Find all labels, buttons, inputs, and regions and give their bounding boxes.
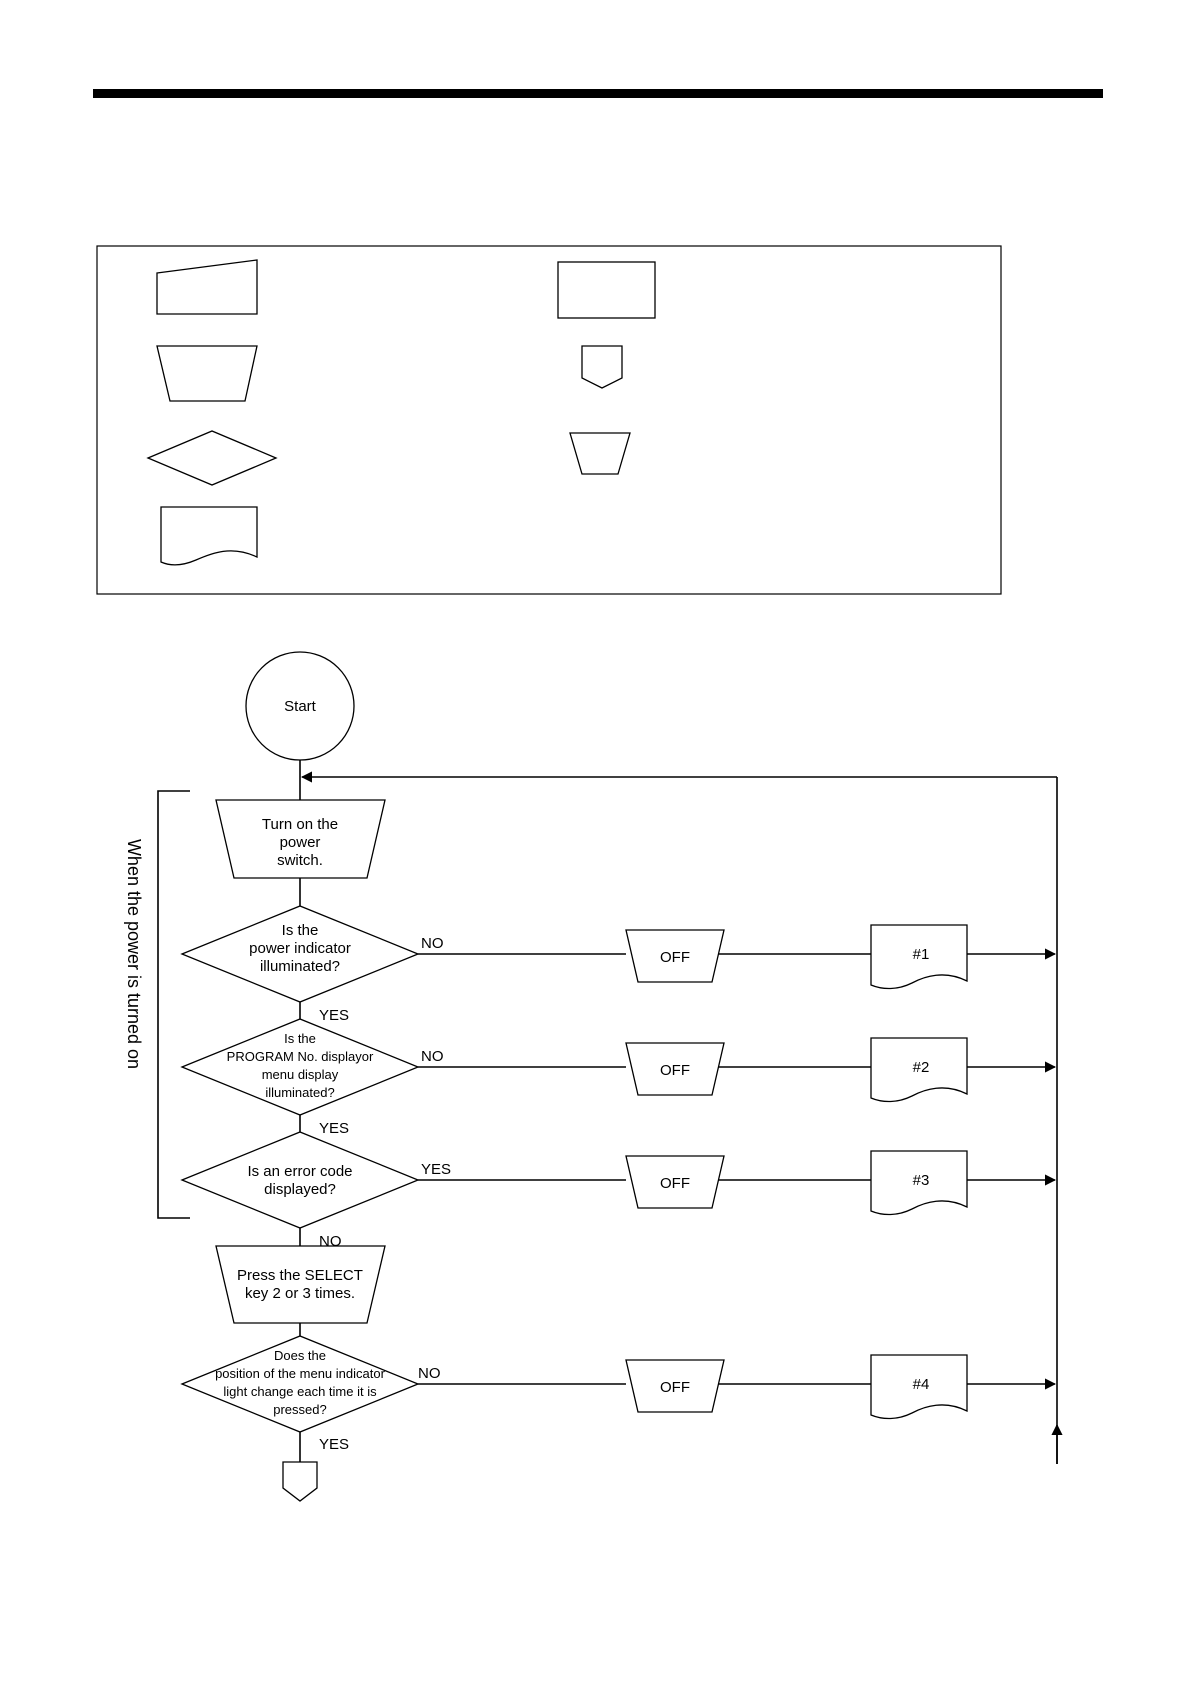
q4-line-1: Does the [274,1348,326,1363]
q4-line-3: light change each time it is [223,1384,377,1399]
branch-4-continue: YES [319,1436,349,1453]
start-label: Start [284,698,317,715]
q3-line-1: Is an error code [247,1163,352,1180]
branch-3-ref: #3 [913,1172,930,1189]
flow-lines [157,755,1063,1464]
turn-on-line-3: switch. [277,852,323,869]
branch-row-4: NO YES OFF #4 [319,1354,968,1453]
branch-1-off: OFF [660,949,690,966]
header-rule [93,89,1103,98]
legend-small-manual-operation-shape [569,432,631,475]
branch-row-2: NO YES OFF #2 [319,1037,968,1137]
branch-1-answer: NO [421,935,444,952]
decision-error-code: Is an error code displayed? [180,1131,420,1229]
q2-line-4: illuminated? [265,1085,334,1100]
q2-line-1: Is the [284,1031,316,1046]
decision-power-indicator: Is the power indicator illuminated? [180,905,420,1003]
turn-on-power-step: Turn on the power switch. [215,799,386,879]
decision-program-display: Is the PROGRAM No. displayor menu displa… [180,1018,420,1116]
branch-row-3: YES NO OFF #3 [319,1150,968,1250]
q1-line-2: power indicator [249,940,351,957]
branch-2-ref: #2 [913,1059,930,1076]
branch-1-ref: #1 [913,946,930,963]
q2-line-3: menu display [262,1067,339,1082]
legend-document-shape [160,506,258,566]
branch-3-continue: NO [319,1233,342,1250]
select-line-2: key 2 or 3 times. [245,1285,355,1302]
branch-2-answer: NO [421,1048,444,1065]
branch-4-answer: NO [418,1365,441,1382]
q1-line-1: Is the [282,922,319,939]
legend-box [96,245,1002,595]
branch-2-continue: YES [319,1120,349,1137]
continue-connector [282,1461,318,1502]
q4-line-2: position of the menu indicator [215,1366,385,1381]
legend-manual-input-shape [156,259,258,315]
q4-line-4: pressed? [273,1402,326,1417]
legend-decision-shape [146,430,278,486]
branch-1-continue: YES [319,1007,349,1024]
turn-on-line-1: Turn on the [262,816,338,833]
q3-line-2: displayed? [264,1181,336,1198]
q2-line-2: PROGRAM No. displayor [227,1049,374,1064]
branch-4-off: OFF [660,1379,690,1396]
branch-3-answer: YES [421,1161,451,1178]
branch-row-1: NO YES OFF #1 [319,924,968,1024]
legend-process-shape [557,261,656,319]
branch-2-off: OFF [660,1062,690,1079]
q1-line-3: illuminated? [260,958,340,975]
decision-menu-indicator: Does the position of the menu indicator … [180,1335,420,1433]
legend-off-page-connector-shape [581,345,623,389]
start-terminal: Start [245,651,355,761]
branch-4-ref: #4 [913,1376,930,1393]
turn-on-line-2: power [280,834,321,851]
select-line-1: Press the SELECT [237,1267,363,1284]
side-label: When the power is turned on [124,839,144,1069]
press-select-step: Press the SELECT key 2 or 3 times. [215,1245,386,1324]
legend-manual-operation-shape [156,345,258,402]
branch-3-off: OFF [660,1175,690,1192]
